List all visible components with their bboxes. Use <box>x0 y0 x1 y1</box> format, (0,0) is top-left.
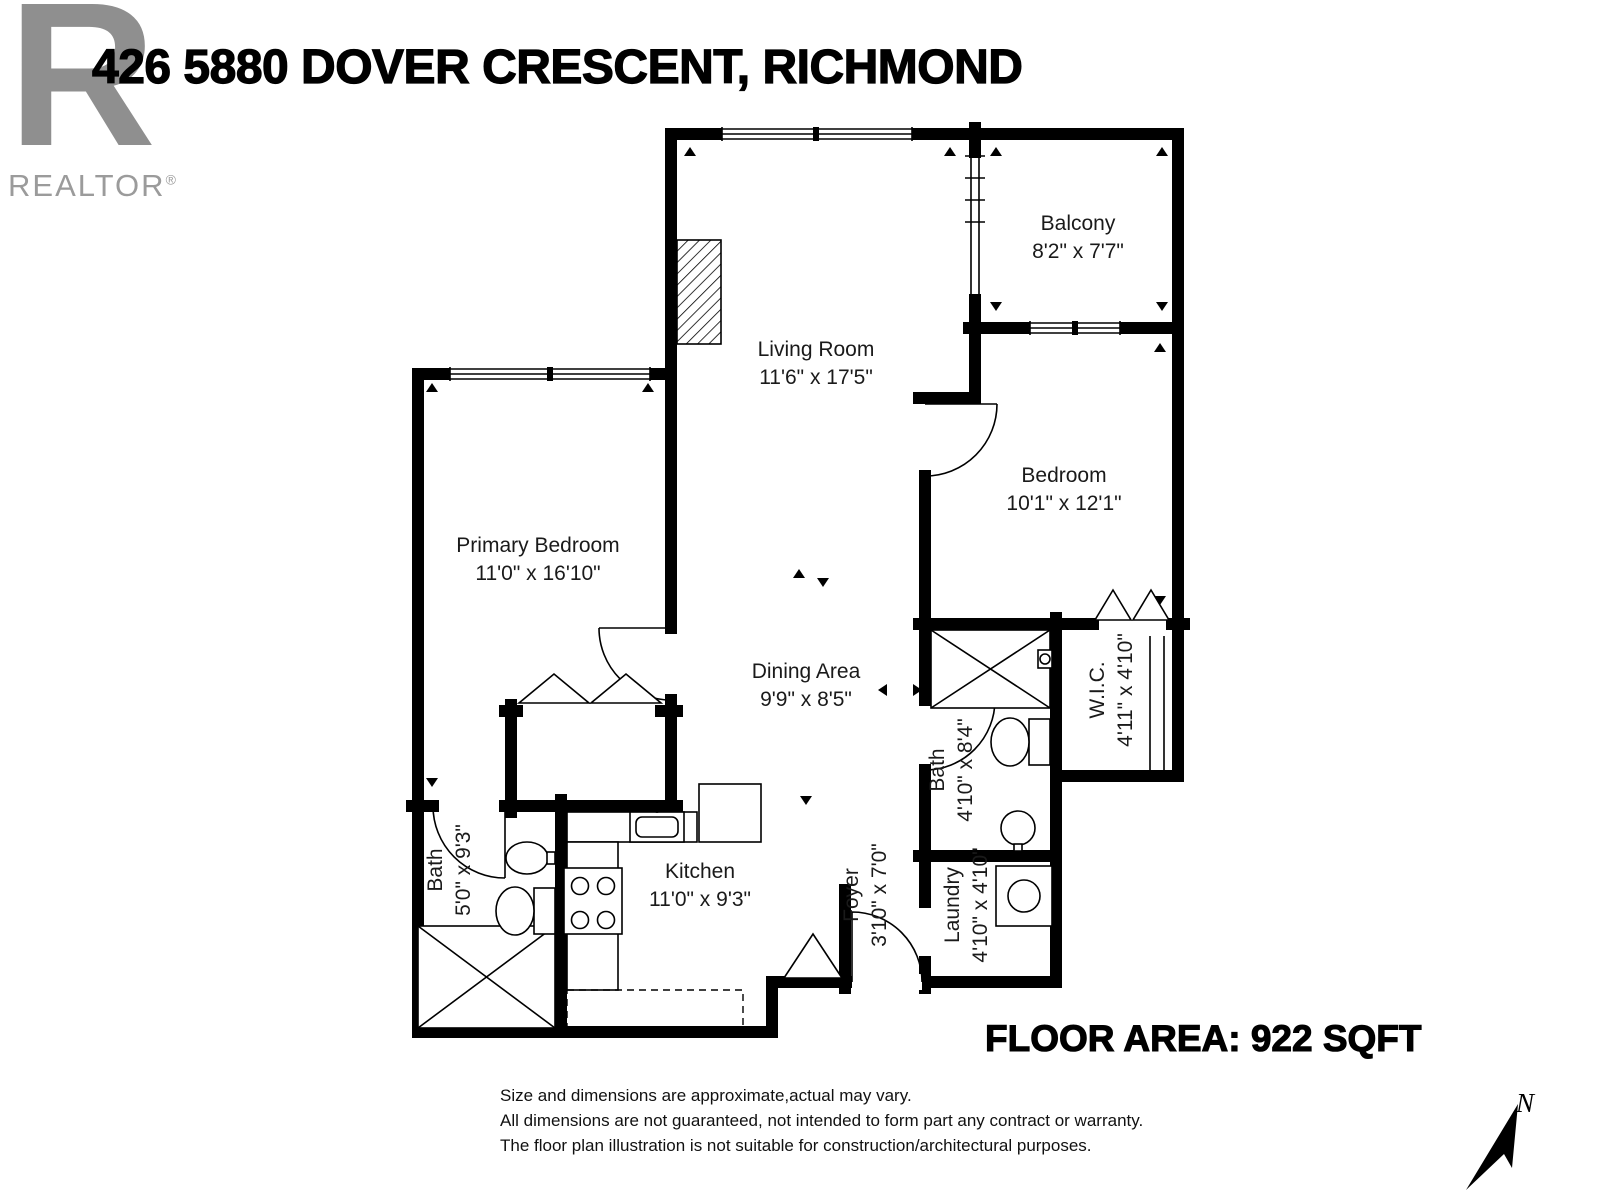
window-living <box>721 127 913 141</box>
label-bath-second-dims: 4'10" x 8'4" <box>954 718 977 822</box>
sink-second-icon <box>1000 810 1036 852</box>
label-dining-area-dims: 9'9" x 8'5" <box>760 688 852 711</box>
disclaimer-line-2: All dimensions are not guaranteed, not i… <box>500 1111 1144 1130</box>
bifold-doors-wic <box>1093 588 1171 621</box>
sliding-door-icon <box>965 146 985 316</box>
toilet-second-icon <box>990 717 1051 767</box>
kitchen-sink-icon <box>629 807 685 843</box>
label-bath-main: Bath <box>424 848 447 891</box>
toilet-main-icon <box>495 886 556 936</box>
room-labels: Balcony 8'2" x 7'7" Living Room 11'6" x … <box>424 212 1137 963</box>
page-title: 426 5880 DOVER CRESCENT, RICHMOND <box>91 40 1023 94</box>
washer-icon <box>995 865 1053 927</box>
label-laundry-group: Laundry 4'10" x 4'10" <box>941 847 992 962</box>
label-kitchen: Kitchen <box>665 860 735 883</box>
label-living-room: Living Room <box>758 338 875 361</box>
sink-main-icon <box>505 841 556 875</box>
label-primary-bedroom: Primary Bedroom <box>456 534 619 557</box>
window-primary-bedroom <box>449 367 651 381</box>
registered-mark: ® <box>165 171 178 188</box>
label-bedroom: Bedroom <box>1021 464 1106 487</box>
label-foyer-group: Foyer 3'10" x 7'0" <box>840 843 891 947</box>
label-bath-second: Bath <box>926 748 949 791</box>
label-balcony-dims: 8'2" x 7'7" <box>1032 240 1124 263</box>
entry-door-triangle <box>782 932 844 979</box>
shower-icon <box>930 629 1051 709</box>
interior-walls <box>406 122 1190 1038</box>
label-laundry-dims: 4'10" x 4'10" <box>969 847 992 962</box>
dimension-ticks <box>426 147 1168 805</box>
floor-area-text: FLOOR AREA: 922 SQFT <box>984 1017 1422 1059</box>
label-living-room-dims: 11'6" x 17'5" <box>759 366 873 389</box>
realtor-logo-text: REALTOR® <box>8 168 178 204</box>
bifold-doors-closet <box>516 672 664 704</box>
label-primary-bedroom-dims: 11'0" x 16'10" <box>475 562 600 585</box>
label-bath-main-dims: 5'0" x 9'3" <box>452 824 475 916</box>
compass-n-label: N <box>1515 1088 1536 1118</box>
realtor-word: REALTOR <box>8 168 166 203</box>
label-wic-dims: 4'11" x 4'10" <box>1114 633 1137 747</box>
disclaimer-line-1: Size and dimensions are approximate,actu… <box>500 1086 912 1105</box>
wic-shelving <box>1149 636 1165 770</box>
label-bath-second-group: Bath 4'10" x 8'4" <box>926 718 977 822</box>
window-balcony <box>1029 321 1121 335</box>
label-wic: W.I.C. <box>1086 661 1109 718</box>
label-bedroom-dims: 10'1" x 12'1" <box>1006 492 1121 515</box>
label-laundry: Laundry <box>941 867 964 943</box>
disclaimer-block: Size and dimensions are approximate,actu… <box>500 1083 1143 1158</box>
north-arrow-icon: N <box>1466 1088 1536 1190</box>
bathtub-icon <box>417 925 556 1029</box>
sink-small-icon <box>1037 649 1053 669</box>
label-wic-group: W.I.C. 4'11" x 4'10" <box>1086 633 1137 747</box>
door-bedroom <box>924 403 998 477</box>
label-bath-main-group: Bath 5'0" x 9'3" <box>424 824 475 916</box>
stove-icon <box>563 867 623 935</box>
label-foyer-dims: 3'10" x 7'0" <box>868 843 891 947</box>
label-kitchen-dims: 11'0" x 9'3" <box>649 888 751 911</box>
fridge-icon <box>698 783 762 843</box>
door-entry <box>851 911 923 983</box>
label-foyer: Foyer <box>840 868 863 922</box>
label-balcony: Balcony <box>1041 212 1116 235</box>
label-dining-area: Dining Area <box>752 660 861 683</box>
fireplace-icon <box>676 239 722 345</box>
disclaimer-line-3: The floor plan illustration is not suita… <box>500 1136 1092 1155</box>
door-bath-main <box>432 805 506 879</box>
